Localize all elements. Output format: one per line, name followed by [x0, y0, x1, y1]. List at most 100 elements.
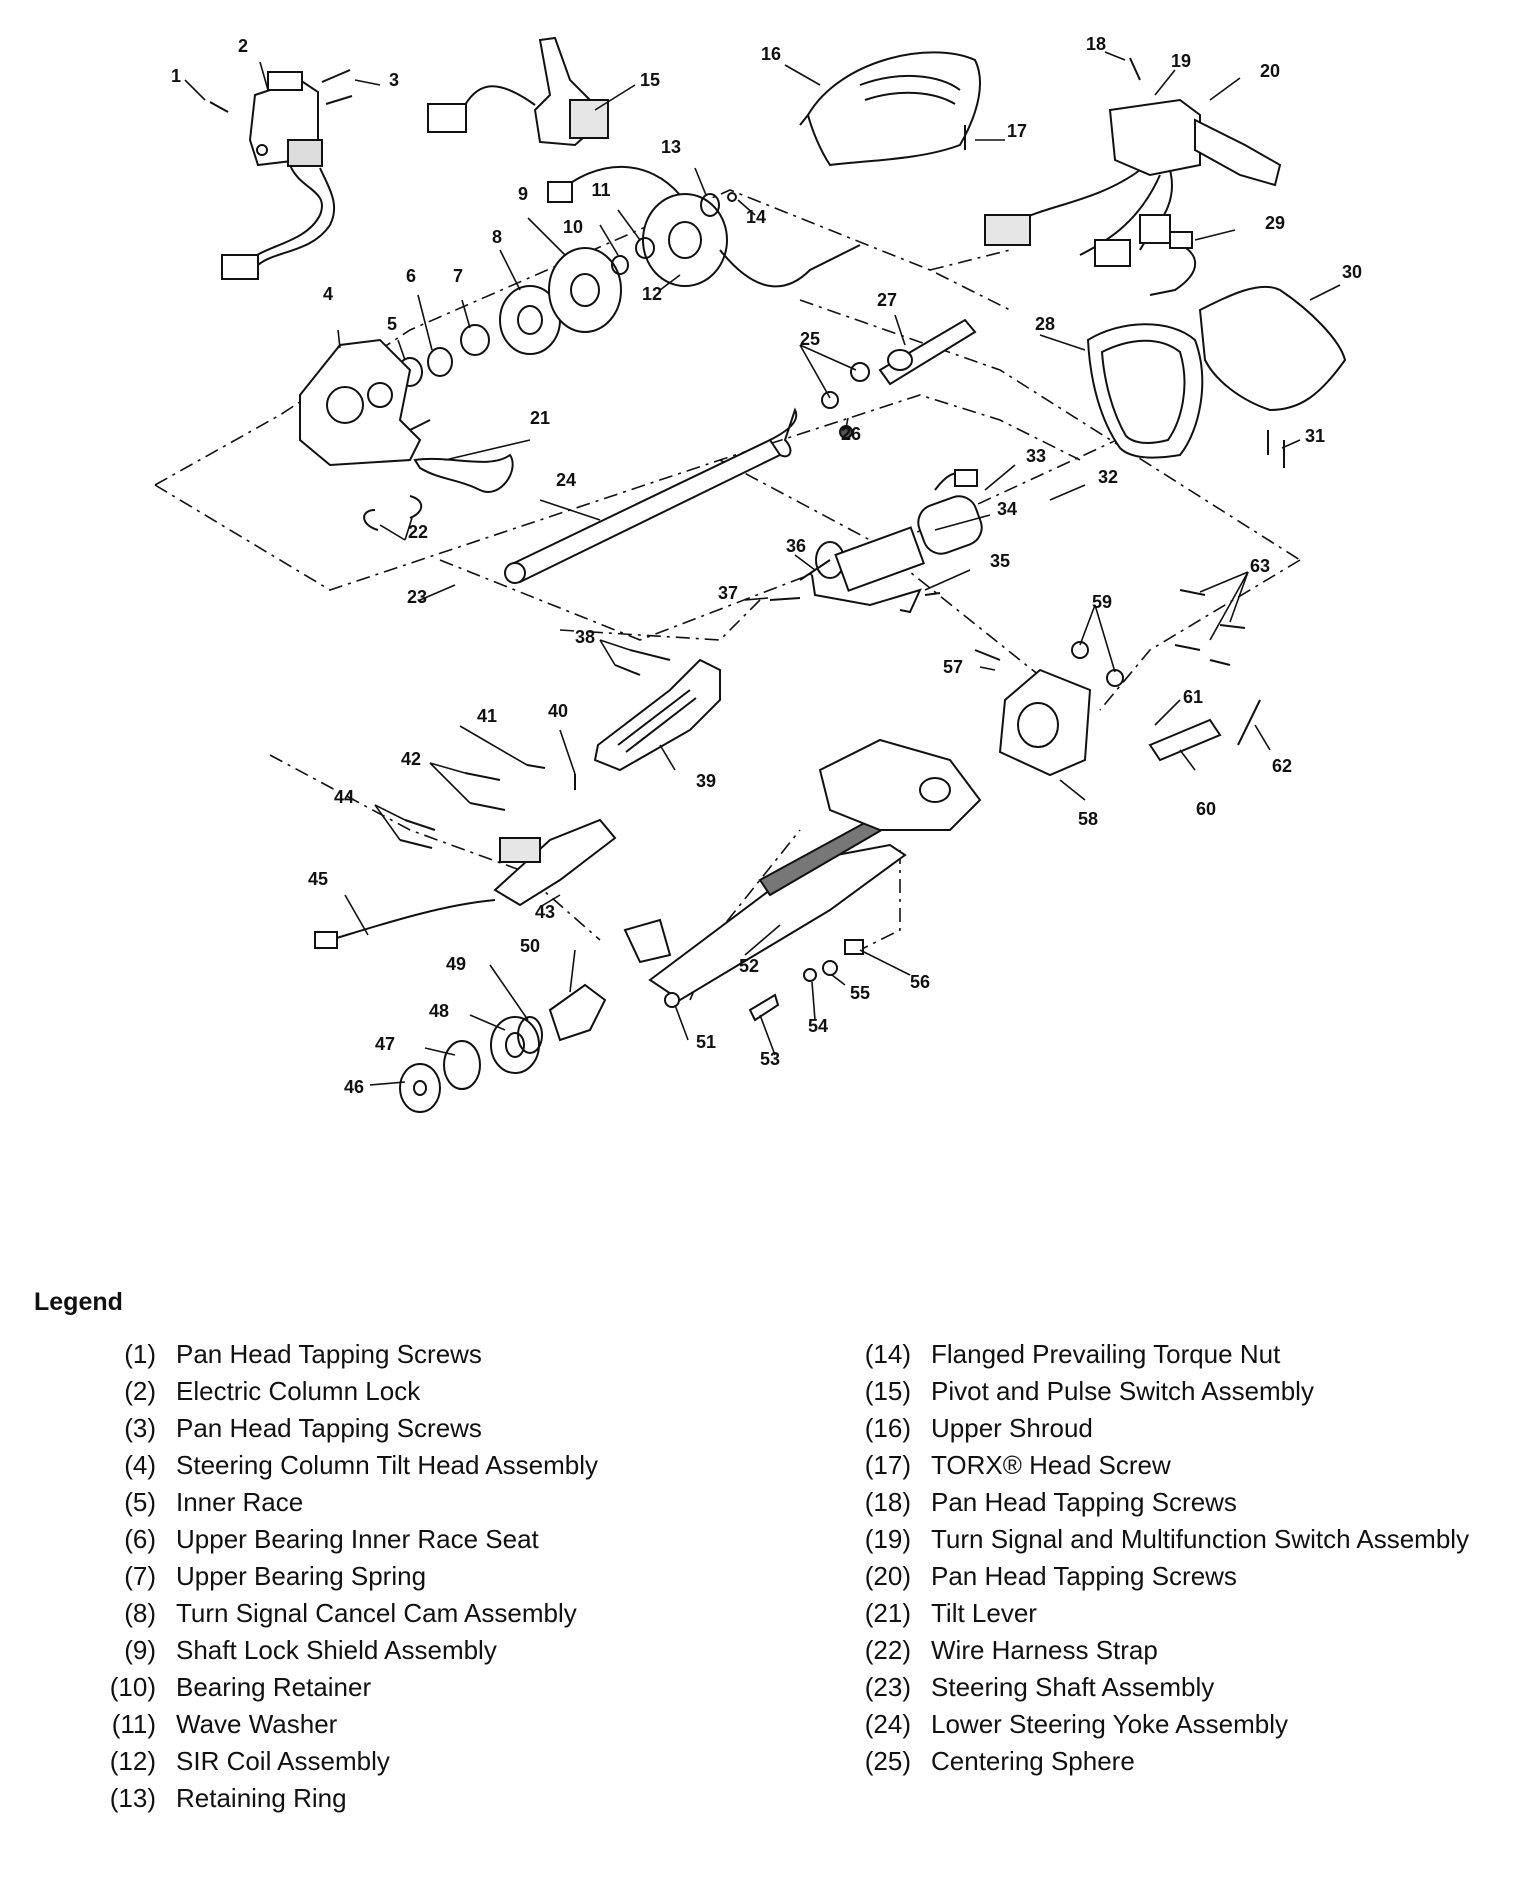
legend-item-text: Flanged Prevailing Torque Nut — [931, 1339, 1281, 1369]
legend-item: (18)Pan Head Tapping Screws — [835, 1484, 1475, 1521]
legend-item-text: Pan Head Tapping Screws — [176, 1413, 482, 1443]
callout-8: 8 — [492, 227, 502, 247]
legend-item: (3) Pan Head Tapping Screws — [80, 1410, 720, 1447]
steering-shaft-drawing — [504, 407, 798, 584]
legend-right-column: (14) Flanged Prevailing Torque Nut (15)Pi… — [835, 1336, 1475, 1780]
callout-7: 7 — [453, 266, 463, 286]
callout-42: 42 — [401, 749, 421, 769]
callout-30: 30 — [1342, 262, 1362, 282]
callout-62: 62 — [1272, 756, 1292, 776]
legend-item-number: (17) — [864, 1450, 911, 1480]
legend-item-number: (4) — [124, 1450, 156, 1480]
legend-item-number: (7) — [124, 1561, 156, 1591]
callout-55: 55 — [850, 983, 870, 1003]
callout-44: 44 — [334, 787, 354, 807]
callout-33: 33 — [1026, 446, 1046, 466]
legend-item-number: (5) — [124, 1487, 156, 1517]
legend-item-text: TORX® Head Screw — [931, 1450, 1171, 1480]
legend-item: (6) Upper Bearing Inner Race Seat — [80, 1521, 720, 1558]
legend-item-number: (14) — [864, 1339, 911, 1369]
callout-53: 53 — [760, 1049, 780, 1069]
legend-item-number: (21) — [864, 1598, 911, 1628]
callout-12: 12 — [642, 284, 662, 304]
legend-item-number: (22) — [864, 1635, 911, 1665]
legend-item-number: (6) — [124, 1524, 156, 1554]
legend-item-text: Pivot and Pulse Switch Assembly — [931, 1376, 1314, 1406]
legend-item-number: (19) — [864, 1524, 911, 1554]
legend-item-number: (11) — [111, 1709, 156, 1739]
legend-item-text: Upper Shroud — [931, 1413, 1093, 1443]
callout-52: 52 — [739, 956, 759, 976]
legend-item: (2)Electric Column Lock — [80, 1373, 720, 1410]
callout-43: 43 — [535, 902, 555, 922]
legend-item-text: Electric Column Lock — [176, 1376, 421, 1406]
legend-item-number: (16) — [864, 1413, 911, 1443]
legend-item-text: Inner Race — [176, 1487, 304, 1517]
callout-25: 25 — [800, 329, 820, 349]
callout-49: 49 — [446, 954, 466, 974]
legend-item: (17) TORX® Head Screw — [835, 1447, 1475, 1484]
turn-signal-switch-drawing — [984, 98, 1282, 267]
callout-39: 39 — [696, 771, 716, 791]
leader-lines — [184, 51, 1341, 1086]
legend-title: Legend — [34, 1288, 123, 1316]
callout-34: 34 — [997, 499, 1017, 519]
legend-item: (15)Pivot and Pulse Switch Assembly — [835, 1373, 1475, 1410]
legend-item: (8)Turn Signal Cancel Cam Assembly — [80, 1595, 720, 1632]
legend-item: (9)Shaft Lock Shield Assembly — [80, 1632, 720, 1669]
callout-31: 31 — [1305, 426, 1325, 446]
legend-item-text: Turn Signal and Multifunction Switch Ass… — [931, 1524, 1470, 1554]
legend-item-number: (20) — [864, 1561, 911, 1591]
callout-1: 1 — [171, 66, 181, 86]
legend-item-text: Upper Bearing Inner Race Seat — [176, 1524, 539, 1554]
callout-51: 51 — [696, 1032, 716, 1052]
upper-shroud-drawing — [799, 51, 981, 167]
exploded-view-diagram: 1234567891011121314151617181920212223242… — [154, 34, 1362, 1113]
callout-38: 38 — [575, 627, 595, 647]
callout-4: 4 — [323, 284, 333, 304]
trim-ring-drawing — [1086, 323, 1204, 459]
legend-item-number: (1) — [124, 1339, 156, 1369]
callout-29: 29 — [1265, 213, 1285, 233]
callout-24: 24 — [556, 470, 576, 490]
pivot-pulse-switch-drawing — [427, 36, 609, 147]
callout-15: 15 — [640, 70, 660, 90]
legend-item: (5) Inner Race — [80, 1484, 720, 1521]
legend-item: (23)Steering Shaft Assembly — [835, 1669, 1475, 1706]
callout-9: 9 — [518, 184, 528, 204]
callout-22: 22 — [408, 522, 428, 542]
callout-60: 60 — [1196, 799, 1216, 819]
callout-50: 50 — [520, 936, 540, 956]
callout-45: 45 — [308, 869, 328, 889]
legend-item-text: Steering Shaft Assembly — [931, 1672, 1215, 1702]
callout-54: 54 — [808, 1016, 828, 1036]
callout-47: 47 — [375, 1034, 395, 1054]
legend-item-number: (12) — [109, 1746, 156, 1776]
legend-item-text: Wire Harness Strap — [931, 1635, 1158, 1665]
legend-item-text: SIR Coil Assembly — [176, 1746, 390, 1776]
callout-27: 27 — [877, 290, 897, 310]
legend-item: (16) Upper Shroud — [835, 1410, 1475, 1447]
callout-48: 48 — [429, 1001, 449, 1021]
legend-item-text: Tilt Lever — [931, 1598, 1037, 1628]
legend-item: (1)Pan Head Tapping Screws — [80, 1336, 720, 1373]
legend-item: (10)Bearing Retainer — [80, 1669, 720, 1706]
legend-item-text: Steering Column Tilt Head Assembly — [176, 1450, 598, 1480]
legend-item-number: (25) — [864, 1746, 911, 1776]
callout-2: 2 — [238, 36, 248, 56]
callout-23: 23 — [407, 587, 427, 607]
legend-item-text: Pan Head Tapping Screws — [931, 1561, 1237, 1591]
callout-16: 16 — [761, 44, 781, 64]
callout-21: 21 — [530, 408, 550, 428]
actuator-drawing — [769, 469, 983, 614]
callout-17: 17 — [1007, 121, 1027, 141]
callout-37: 37 — [718, 583, 738, 603]
legend-item-text: Wave Washer — [176, 1709, 338, 1739]
callout-61: 61 — [1183, 687, 1203, 707]
legend-item-number: (3) — [124, 1413, 156, 1443]
callout-40: 40 — [548, 701, 568, 721]
callout-13: 13 — [661, 137, 681, 157]
legend-item: (4) Steering Column Tilt Head Assembly — [80, 1447, 720, 1484]
legend-item-text: Bearing Retainer — [176, 1672, 372, 1702]
